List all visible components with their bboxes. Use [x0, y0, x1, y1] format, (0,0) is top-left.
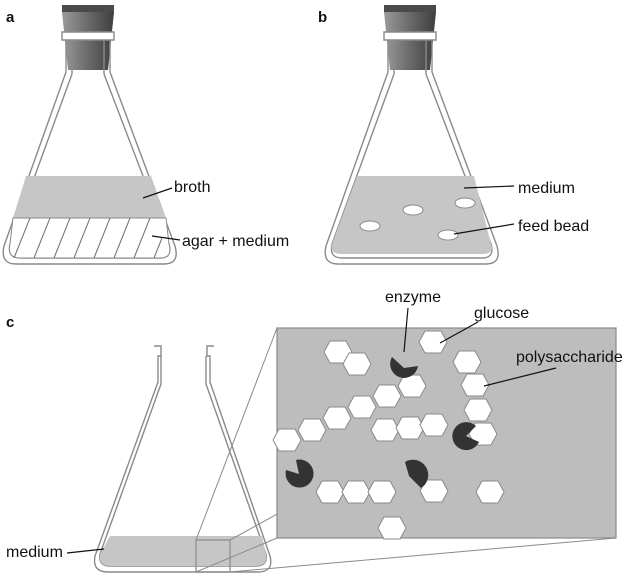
glucose-hexagon — [475, 480, 505, 504]
glucose-hexagon — [377, 516, 407, 540]
label-medium-c: medium — [6, 544, 63, 561]
zoom-selection-box — [195, 539, 231, 573]
flask-a-stopper — [62, 5, 114, 70]
panel-c-letter: c — [6, 314, 14, 331]
medium-layer-c — [99, 536, 267, 566]
polysaccharide-hexagon — [341, 480, 371, 504]
enzyme-shape — [405, 459, 429, 488]
label-glucose: glucose — [474, 305, 529, 322]
zoom-panel — [272, 327, 617, 540]
label-medium-b: medium — [518, 180, 575, 197]
enzyme-shape — [285, 459, 314, 488]
panel-a: a — [2, 5, 289, 265]
flask-b-stopper — [384, 5, 436, 70]
glucose-hexagon — [370, 418, 400, 442]
polysaccharide-hexagon — [347, 395, 377, 419]
glucose-hexagon — [342, 352, 372, 376]
glucose-hexagon — [395, 416, 425, 440]
label-broth: broth — [174, 179, 210, 196]
polysaccharide-hexagon — [322, 406, 352, 430]
enzyme-shape — [452, 422, 479, 451]
polysaccharide-hexagon — [315, 480, 345, 504]
polysaccharide-hexagon — [367, 480, 397, 504]
polysaccharide-hexagon — [460, 373, 490, 397]
panel-a-letter: a — [6, 9, 15, 26]
panel-c: c medium — [6, 289, 623, 573]
glucose-hexagon — [452, 350, 482, 374]
label-feed-bead: feed bead — [518, 218, 589, 235]
feed-bead — [402, 204, 424, 216]
glucose-hexagon — [419, 413, 449, 437]
enzyme-shape — [390, 357, 418, 378]
feed-bead — [437, 229, 459, 241]
agar-medium-layer — [9, 217, 171, 259]
polysaccharide-hexagon — [397, 374, 427, 398]
feed-bead — [454, 197, 476, 209]
polysaccharide-hexagon — [297, 418, 327, 442]
panel-b-letter: b — [318, 9, 327, 26]
panel-b: b medium feed bead — [318, 5, 589, 265]
polysaccharide-hexagon — [272, 428, 302, 452]
polysaccharide-hexagon — [463, 398, 493, 422]
label-polysaccharide: polysaccharide — [516, 349, 623, 366]
feed-beads — [359, 197, 476, 241]
label-agar-medium: agar + medium — [182, 233, 289, 250]
polysaccharide-hexagon — [372, 384, 402, 408]
label-enzyme: enzyme — [385, 289, 441, 306]
broth-layer — [13, 176, 166, 218]
feed-bead — [359, 220, 381, 232]
